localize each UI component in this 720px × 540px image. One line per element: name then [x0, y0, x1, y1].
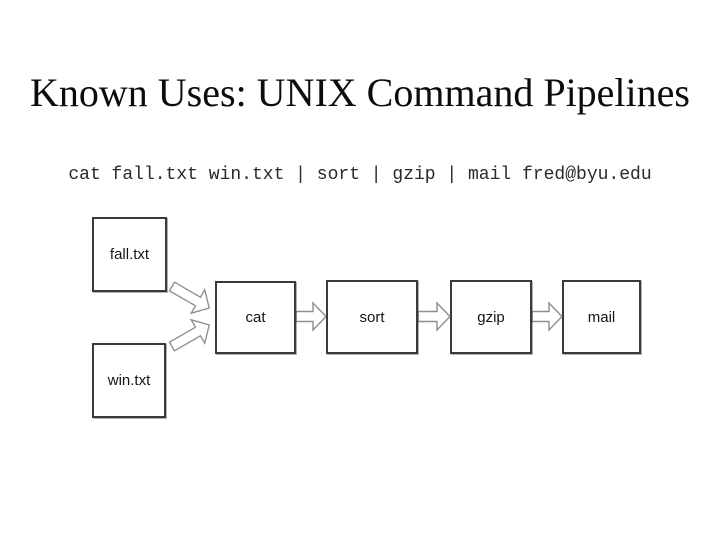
node-win-txt: win.txt [92, 343, 166, 418]
node-gzip: gzip [450, 280, 532, 354]
node-label: cat [245, 309, 266, 326]
command-line: cat fall.txt win.txt | sort | gzip | mai… [68, 165, 652, 185]
node-label: gzip [477, 308, 505, 326]
node-sort: sort [326, 280, 418, 354]
node-cat: cat [215, 281, 296, 354]
arrow-cat-to-sort-icon [295, 301, 327, 332]
slide-title: Known Uses: UNIX Command Pipelines [30, 70, 690, 115]
arrow-sort-to-gzip-icon [417, 301, 451, 332]
node-label: mail [587, 308, 616, 326]
node-mail: mail [562, 280, 641, 354]
arrow-wintxt-to-cat-icon [168, 318, 211, 352]
arrow-falltxt-to-cat-icon [168, 281, 211, 315]
node-label: sort [359, 308, 385, 326]
node-label: win.txt [107, 372, 151, 389]
node-fall-txt: fall.txt [92, 217, 167, 292]
node-label: fall.txt [109, 246, 150, 263]
arrow-gzip-to-mail-icon [531, 301, 563, 332]
